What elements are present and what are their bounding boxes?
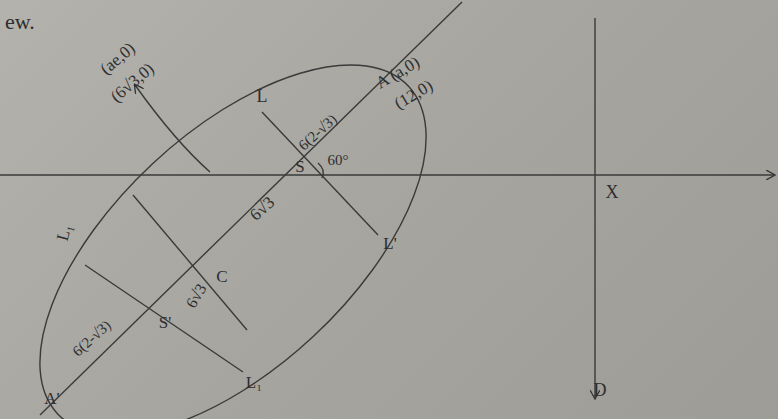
figure-label: 6√3 [244, 191, 279, 225]
figure-label: X [604, 182, 621, 202]
angle-arc [318, 163, 323, 178]
x-axis [0, 174, 774, 175]
figure-label: D [592, 380, 609, 400]
pointer-arrow [135, 85, 210, 172]
figure-label: C [214, 267, 229, 286]
figure-label: 6√3 [181, 279, 211, 313]
figure-label: 6(2-√3) [68, 315, 116, 361]
figure-label: S [293, 157, 306, 176]
major-axis [40, 2, 462, 415]
figure-label: L₁ [52, 220, 76, 245]
figure-label: A' [42, 389, 61, 408]
figure-label: 60° [326, 152, 351, 169]
ellipse [0, 0, 489, 419]
directrix [594, 18, 595, 398]
latus-rectum [85, 265, 243, 372]
figure-label: S' [157, 313, 174, 332]
figure-label: L [255, 86, 270, 106]
figure-label: L' [381, 234, 398, 253]
figure-label: ew. [3, 10, 37, 34]
figure-label: 6(2-√3) [294, 109, 342, 155]
figure-label: L₁ [244, 373, 264, 392]
